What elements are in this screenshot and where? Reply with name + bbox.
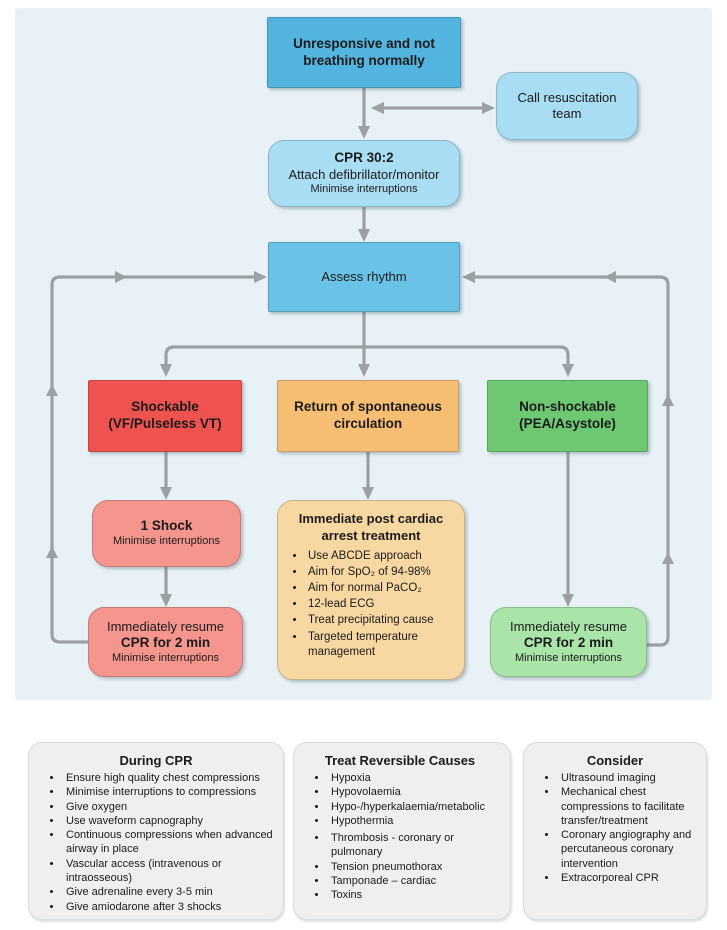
call-resuscitation-team-box: Call resuscitation team [496,72,638,140]
call-team-text: Call resuscitation team [517,89,617,121]
left-loop-up-arrowhead [46,546,58,558]
bullet-item: Tamponade – cardiac [328,874,498,888]
post-arrest-treatment-box: Immediate post cardiac arrest treatment … [277,500,465,680]
bullet-item: Minimise interruptions to compressions [63,785,275,799]
right-loop-up-arrowhead [662,394,674,406]
bullet-item: Hypothermia [328,814,498,828]
bullet-item: Treat precipitating cause [306,613,454,628]
bullet-item: Hypovolaemia [328,785,498,799]
bullet-item: Targeted temperature management [306,630,454,660]
bullet-item: Aim for normal PaCO₂ [306,581,454,596]
rosc-text: Return of spontaneous circulation [294,399,442,431]
during-cpr-bullet-list: Ensure high quality chest compressionsMi… [37,771,275,914]
loop-left-to-assess [50,271,267,644]
resume-left-line1: Immediately resume [106,618,225,634]
assess-rhythm-box: Assess rhythm [268,242,460,312]
left-loop-right-arrowhead [115,271,127,283]
resume-cpr-left-box: Immediately resume CPR for 2 min Minimis… [88,607,243,677]
resume-right-line2: CPR for 2 min [523,634,614,650]
shockable-text: Shockable (VF/Pulseless VT) [108,399,222,431]
bullet-item: Continuous compressions when advanced ai… [63,828,275,857]
consider-panel: Consider Ultrasound imagingMechanical ch… [523,742,707,920]
one-shock-box: 1 Shock Minimise interruptions [92,500,241,567]
cpr-line2: Attach defibrillator/monitor [288,166,440,182]
unresponsive-box: Unresponsive and not breathing normally [267,17,461,88]
cpr-line3: Minimise interruptions [310,183,418,196]
shockable-box: Shockable (VF/Pulseless VT) [88,380,242,452]
post-arrest-title: Immediate post cardiac arrest treatment [298,511,444,543]
reversible-causes-title: Treat Reversible Causes [324,753,476,768]
bullet-item: Ensure high quality chest compressions [63,771,275,785]
arrow-assess-to-shockable [160,345,364,377]
loop-right-to-assess [462,271,670,647]
during-cpr-title: During CPR [119,753,193,768]
nonshockable-box: Non-shockable (PEA/Asystole) [487,380,648,452]
left-loop-up-arrowhead [46,384,58,396]
post-arrest-bullet-list: Use ABCDE approachAim for SpO₂ of 94-98%… [288,549,454,661]
resume-right-line3: Minimise interruptions [515,651,622,664]
consider-title: Consider [586,753,644,768]
resume-cpr-right-box: Immediately resume CPR for 2 min Minimis… [490,607,647,677]
one-shock-subtitle: Minimise interruptions [113,535,220,548]
cpr-box: CPR 30:2 Attach defibrillator/monitor Mi… [268,140,460,207]
loop-arrowheads [46,271,674,564]
resume-left-line3: Minimise interruptions [112,651,219,664]
bullet-item: Give oxygen [63,800,275,814]
arrow-assess-to-nonshockable [364,345,574,377]
bullet-item: Hypoxia [328,771,498,785]
bullet-item: Extracorporeal CPR [558,871,698,885]
one-shock-title: 1 Shock [140,518,193,534]
bullet-item: Use waveform capnography [63,814,275,828]
bullet-item: Give amiodarone after 3 shocks [63,900,275,914]
bullet-item: Thrombosis - coronary or pulmonary [328,831,498,860]
resume-left-line2: CPR for 2 min [120,634,211,650]
bullet-item: Tension pneumothorax [328,860,498,874]
right-loop-up-arrowhead [662,552,674,564]
bullet-item: Use ABCDE approach [306,549,454,564]
bullet-item: Hypo-/hyperkalaemia/metabolic [328,800,498,814]
bullet-item: Ultrasound imaging [558,771,698,785]
reversible-causes-list-h: HypoxiaHypovolaemiaHypo-/hyperkalaemia/m… [302,771,498,828]
reversible-causes-panel: Treat Reversible Causes HypoxiaHypovolae… [293,742,511,920]
rosc-box: Return of spontaneous circulation [277,380,459,452]
right-loop-left-arrowhead [604,271,616,283]
reversible-causes-list-t: Thrombosis - coronary or pulmonaryTensio… [302,831,498,902]
resume-right-line1: Immediately resume [509,618,628,634]
cpr-title: CPR 30:2 [334,150,394,166]
bullet-item: Aim for SpO₂ of 94-98% [306,565,454,580]
bullet-item: 12-lead ECG [306,597,454,612]
consider-bullet-list: Ultrasound imagingMechanical chest compr… [532,771,698,885]
bullet-item: Mechanical chest compressions to facilit… [558,785,698,828]
during-cpr-panel: During CPR Ensure high quality chest com… [28,742,284,920]
bullet-item: Toxins [328,888,498,902]
bullet-item: Vascular access (intravenous or intraoss… [63,857,275,886]
assess-rhythm-text: Assess rhythm [321,268,407,284]
bullet-item: Coronary angiography and percutaneous co… [558,828,698,871]
bullet-item: Give adrenaline every 3-5 min [63,885,275,899]
nonshockable-text: Non-shockable (PEA/Asystole) [519,399,616,431]
unresponsive-text: Unresponsive and not breathing normally [293,35,435,68]
